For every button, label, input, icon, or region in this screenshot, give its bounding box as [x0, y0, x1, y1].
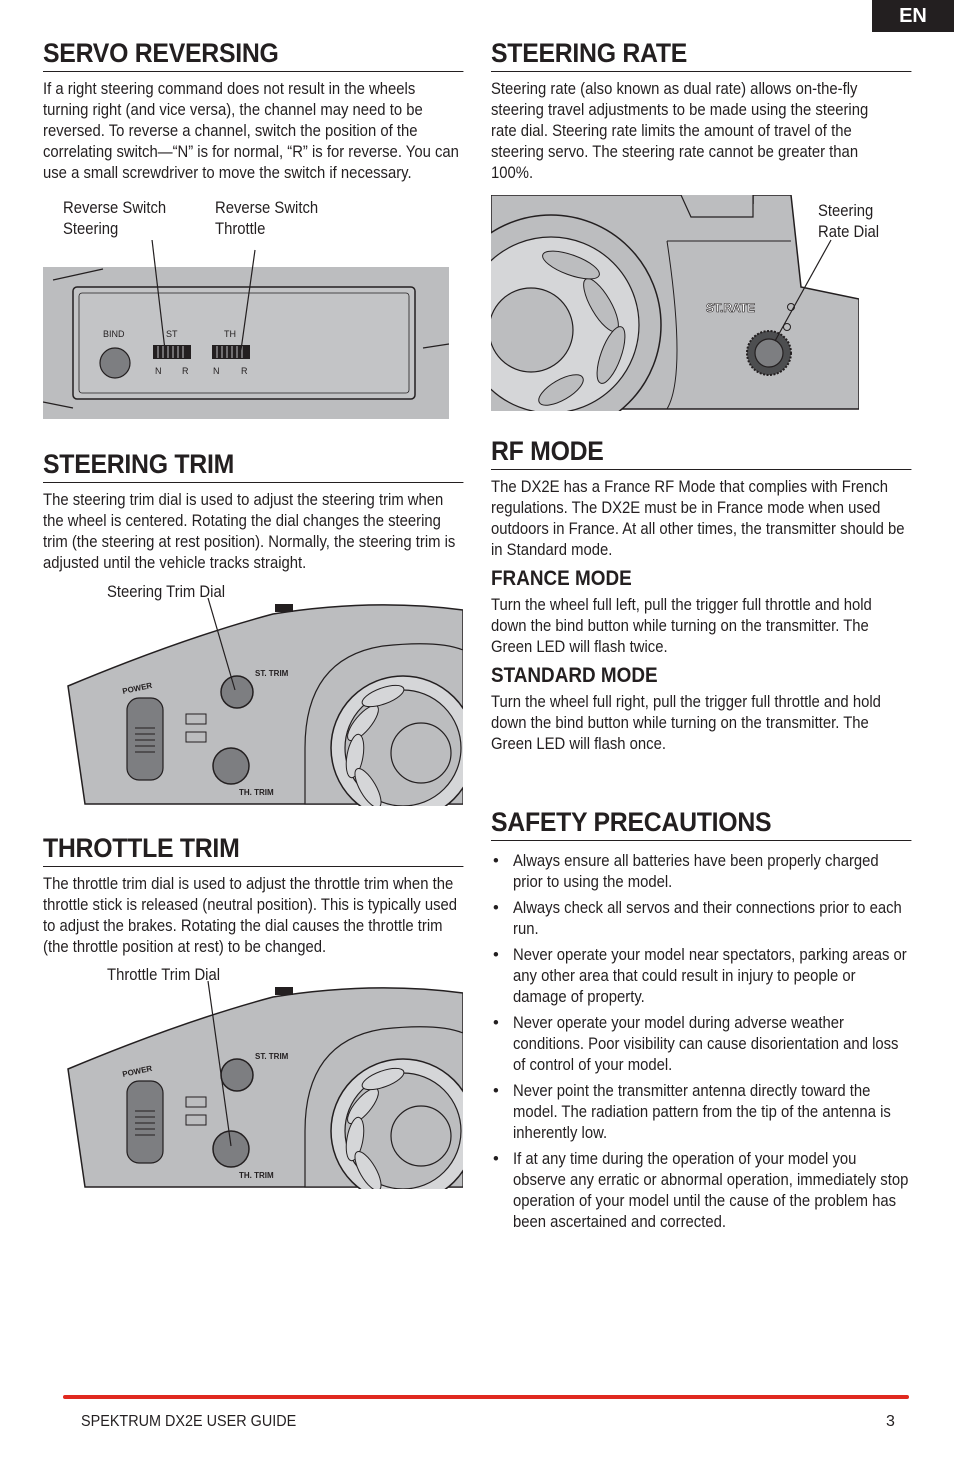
st-label: ST: [166, 329, 178, 339]
servo-reversing-section: SERVO REVERSING If a right steering comm…: [43, 38, 464, 184]
th-r-label: R: [241, 366, 248, 376]
throttle-trim-body: The throttle trim dial is used to adjust…: [43, 875, 458, 956]
safety-list: •Always ensure all batteries have been p…: [491, 851, 911, 1233]
st-trim-label: ST. TRIM: [255, 669, 289, 678]
st-trim-label: ST. TRIM: [255, 1052, 289, 1061]
th-trim-dial[interactable]: [212, 747, 250, 785]
st-trim-dial[interactable]: [220, 675, 254, 709]
st-n-label: N: [155, 366, 162, 376]
bind-label: BIND: [103, 329, 125, 339]
callout-throttle-trim-dial: Throttle Trim Dial: [107, 966, 221, 984]
throttle-trim-section: THROTTLE TRIM The throttle trim dial is …: [43, 833, 464, 958]
france-mode-body: Turn the wheel full left, pull the trigg…: [491, 596, 872, 656]
list-item: •Always ensure all batteries have been p…: [493, 852, 879, 891]
list-item: •Never point the transmitter antenna dir…: [493, 1082, 891, 1142]
st-rate-label: ST.RATE: [706, 301, 755, 315]
steering-trim-figure: POWER ST. TRIM TH. TRIM: [67, 598, 463, 806]
left-column: SERVO REVERSING If a right steering comm…: [43, 0, 464, 1380]
callout-steering-trim-dial: Steering Trim Dial: [107, 583, 226, 601]
right-column: STEERING RATE Steering rate (also known …: [491, 0, 912, 1380]
standard-mode-body: Turn the wheel full right, pull the trig…: [491, 693, 881, 753]
th-label: TH: [224, 329, 236, 339]
callout-reverse-steering: Reverse Switch Steering: [63, 199, 167, 238]
steering-trim-heading: STEERING TRIM: [43, 449, 464, 483]
steering-rate-figure: ST.RATE: [491, 195, 859, 411]
rf-mode-body: The DX2E has a France RF Mode that compl…: [491, 478, 905, 559]
steering-rate-section: STEERING RATE Steering rate (also known …: [491, 38, 912, 184]
steering-trim-section: STEERING TRIM The steering trim dial is …: [43, 449, 464, 574]
th-trim-dial[interactable]: [212, 1130, 250, 1168]
st-switch[interactable]: [153, 345, 191, 359]
footer-title: SPEKTRUM DX2E USER GUIDE: [81, 1413, 297, 1430]
list-item: •Never operate your model during adverse…: [493, 1014, 899, 1074]
steering-trim-body: The steering trim dial is used to adjust…: [43, 491, 456, 572]
steering-rate-body: Steering rate (also known as dual rate) …: [491, 80, 869, 182]
th-n-label: N: [213, 366, 220, 376]
callout-reverse-throttle: Reverse Switch Throttle: [215, 199, 319, 238]
footer-rule: [63, 1395, 909, 1399]
list-item: •If at any time during the operation of …: [493, 1150, 909, 1231]
servo-reverse-panel-figure: BIND ST TH N R N R: [43, 240, 449, 419]
th-trim-label: TH. TRIM: [239, 1171, 274, 1180]
language-tab: EN: [872, 0, 954, 32]
st-r-label: R: [182, 366, 189, 376]
rf-mode-section: RF MODE The DX2E has a France RF Mode th…: [491, 436, 912, 755]
st-trim-dial[interactable]: [220, 1058, 254, 1092]
callout-steering-rate-dial: Steering Rate Dial: [818, 202, 880, 241]
page-number: 3: [886, 1413, 895, 1430]
throttle-trim-heading: THROTTLE TRIM: [43, 833, 464, 867]
th-switch[interactable]: [212, 345, 250, 359]
throttle-trim-figure: POWER ST. TRIM TH. TRIM: [67, 981, 463, 1189]
rf-mode-heading: RF MODE: [491, 436, 912, 470]
standard-mode-heading: STANDARD MODE: [491, 664, 658, 687]
steering-rate-heading: STEERING RATE: [491, 38, 912, 72]
servo-reversing-body: If a right steering command does not res…: [43, 80, 459, 182]
list-item: •Never operate your model near spectator…: [493, 946, 907, 1006]
france-mode-heading: FRANCE MODE: [491, 567, 632, 590]
safety-precautions-heading: SAFETY PRECAUTIONS: [491, 807, 912, 841]
safety-precautions-section: SAFETY PRECAUTIONS •Always ensure all ba…: [491, 807, 912, 1238]
th-trim-label: TH. TRIM: [239, 788, 274, 797]
servo-reversing-heading: SERVO REVERSING: [43, 38, 464, 72]
list-item: •Always check all servos and their conne…: [493, 899, 902, 938]
